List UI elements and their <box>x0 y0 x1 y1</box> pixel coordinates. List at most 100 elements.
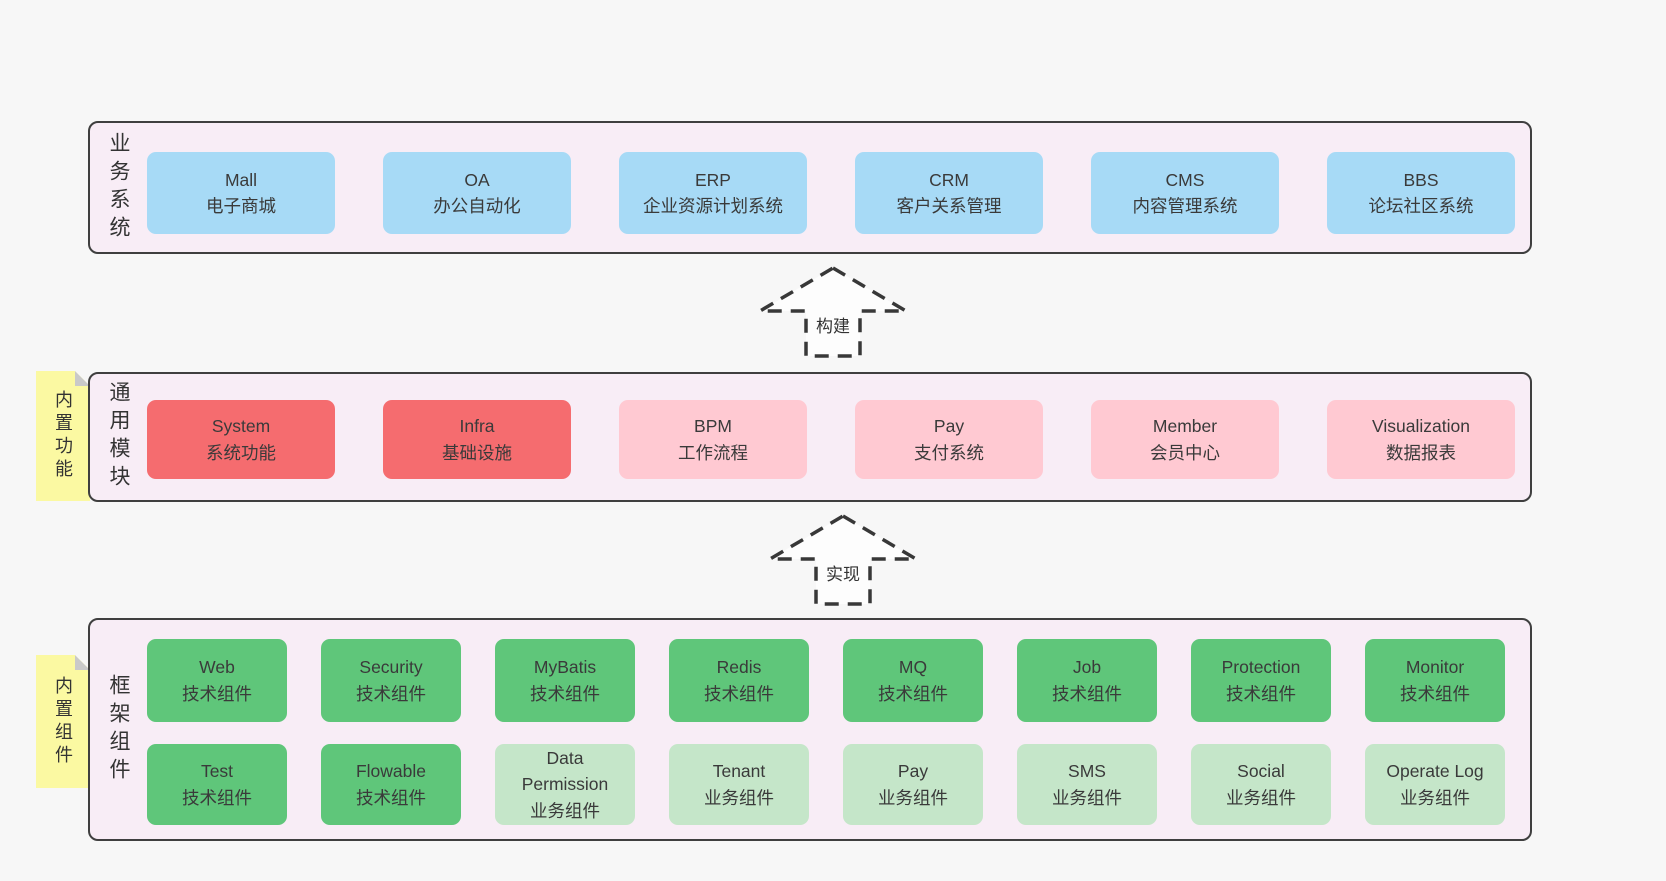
box-pay: Pay 支付系统 <box>855 400 1043 479</box>
box-member: Member 会员中心 <box>1091 400 1279 479</box>
box-title: BPM <box>694 416 732 437</box>
box-title: System <box>211 416 271 437</box>
box-protection: Protection 技术组件 <box>1191 639 1331 722</box>
box-title: Pay <box>933 416 965 437</box>
box-title: OA <box>464 169 490 190</box>
box-subtitle: 数据报表 <box>1386 442 1456 463</box>
box-title: Web <box>199 657 235 678</box>
box-pay: Pay 业务组件 <box>843 744 983 825</box>
box-title: MyBatis <box>533 657 597 678</box>
box-title: Infra <box>459 416 495 437</box>
box-title: Tenant <box>712 761 766 782</box>
box-subtitle: 技术组件 <box>182 683 252 704</box>
panel-business-label: 业务系统 <box>107 131 130 244</box>
box-title: CMS <box>1165 169 1205 190</box>
sticky-note-built-in-components: 内置组件 <box>36 655 90 788</box>
arrow-up-implement: 实现 <box>768 514 918 606</box>
box-redis: Redis 技术组件 <box>669 639 809 722</box>
box-test: Test 技术组件 <box>147 744 287 825</box>
box-mq: MQ 技术组件 <box>843 639 983 722</box>
box-subtitle: 支付系统 <box>914 442 984 463</box>
box-infra: Infra 基础设施 <box>383 400 571 479</box>
box-title: BBS <box>1403 169 1439 190</box>
box-title: Pay <box>897 761 929 782</box>
box-subtitle: 技术组件 <box>704 683 774 704</box>
box-sms: SMS 业务组件 <box>1017 744 1157 825</box>
box-subtitle: 办公自动化 <box>433 196 521 216</box>
box-operate-log: Operate Log 业务组件 <box>1365 744 1505 825</box>
box-title: MQ <box>898 657 928 678</box>
box-subtitle: 企业资源计划系统 <box>643 196 783 216</box>
box-title: Monitor <box>1405 657 1465 678</box>
box-crm: CRM 客户关系管理 <box>855 152 1043 234</box>
box-title: Protection <box>1221 657 1301 678</box>
box-subtitle: 会员中心 <box>1150 442 1220 463</box>
box-visualization: Visualization 数据报表 <box>1327 400 1515 479</box>
box-subtitle: 工作流程 <box>678 442 748 463</box>
box-subtitle: 技术组件 <box>182 787 252 808</box>
panel-common-modules: 通用模块 System 系统功能 Infra 基础设施 BPM 工作流程 Pay 支付系统 Me… <box>88 372 1532 502</box>
box-oa: OA 办公自动化 <box>383 152 571 234</box>
box-title: Operate Log <box>1386 761 1484 782</box>
box-data-permission: Data Permission 业务组件 <box>495 744 635 825</box>
note-components-text: 内置组件 <box>53 675 73 768</box>
box-title: Flowable <box>355 761 427 782</box>
box-subtitle: 技术组件 <box>530 683 600 704</box>
box-bpm: BPM 工作流程 <box>619 400 807 479</box>
box-subtitle: 技术组件 <box>1400 683 1470 704</box>
box-title: Social <box>1237 761 1285 782</box>
box-title: Redis <box>716 657 762 678</box>
box-bbs: BBS 论坛社区系统 <box>1327 152 1515 234</box>
note-modules-text: 内置功能 <box>53 390 73 482</box>
modules-box-row: System 系统功能 Infra 基础设施 BPM 工作流程 Pay 支付系统 Member 会… <box>147 400 1515 479</box>
box-subtitle: 技术组件 <box>1226 683 1296 704</box>
box-erp: ERP 企业资源计划系统 <box>619 152 807 234</box>
box-tenant: Tenant 业务组件 <box>669 744 809 825</box>
box-subtitle: 业务组件 <box>1226 787 1296 808</box>
box-title: Test <box>200 761 234 782</box>
panel-components-label: 框架组件 <box>107 673 130 786</box>
box-subtitle: 业务组件 <box>704 787 774 808</box>
box-subtitle: 业务组件 <box>878 787 948 808</box>
box-social: Social 业务组件 <box>1191 744 1331 825</box>
box-title: SMS <box>1068 761 1106 782</box>
box-subtitle: 业务组件 <box>530 800 600 821</box>
box-title: Visualization <box>1372 416 1470 437</box>
box-mybatis: MyBatis 技术组件 <box>495 639 635 722</box>
box-subtitle: 技术组件 <box>878 683 948 704</box>
box-title: Job <box>1072 657 1102 678</box>
box-title: Member <box>1152 416 1218 437</box>
box-system: System 系统功能 <box>147 400 335 479</box>
box-subtitle: 技术组件 <box>1052 683 1122 704</box>
sticky-note-built-in-features: 内置功能 <box>36 371 90 501</box>
box-subtitle: 系统功能 <box>206 442 276 463</box>
box-title: CRM <box>929 169 969 190</box>
box-subtitle: 内容管理系统 <box>1132 196 1238 216</box>
box-subtitle: 业务组件 <box>1052 787 1122 808</box>
box-subtitle: 业务组件 <box>1400 787 1470 808</box>
box-web: Web 技术组件 <box>147 639 287 722</box>
box-cms: CMS 内容管理系统 <box>1091 152 1279 234</box>
box-title: Security <box>359 657 423 678</box>
box-subtitle: 论坛社区系统 <box>1368 196 1474 216</box>
box-security: Security 技术组件 <box>321 639 461 722</box>
panel-modules-label: 通用模块 <box>107 381 130 493</box>
box-title: Data Permission <box>521 748 609 795</box>
box-subtitle: 技术组件 <box>356 787 426 808</box>
box-subtitle: 基础设施 <box>442 442 512 463</box>
box-monitor: Monitor 技术组件 <box>1365 639 1505 722</box>
box-title: Mall <box>224 169 258 190</box>
box-title: ERP <box>695 169 731 190</box>
box-job: Job 技术组件 <box>1017 639 1157 722</box>
box-flowable: Flowable 技术组件 <box>321 744 461 825</box>
box-subtitle: 技术组件 <box>356 683 426 704</box>
arrow-up-build: 构建 <box>758 266 908 358</box>
arrow-implement-label: 实现 <box>824 560 862 585</box>
box-subtitle: 客户关系管理 <box>896 196 1002 216</box>
